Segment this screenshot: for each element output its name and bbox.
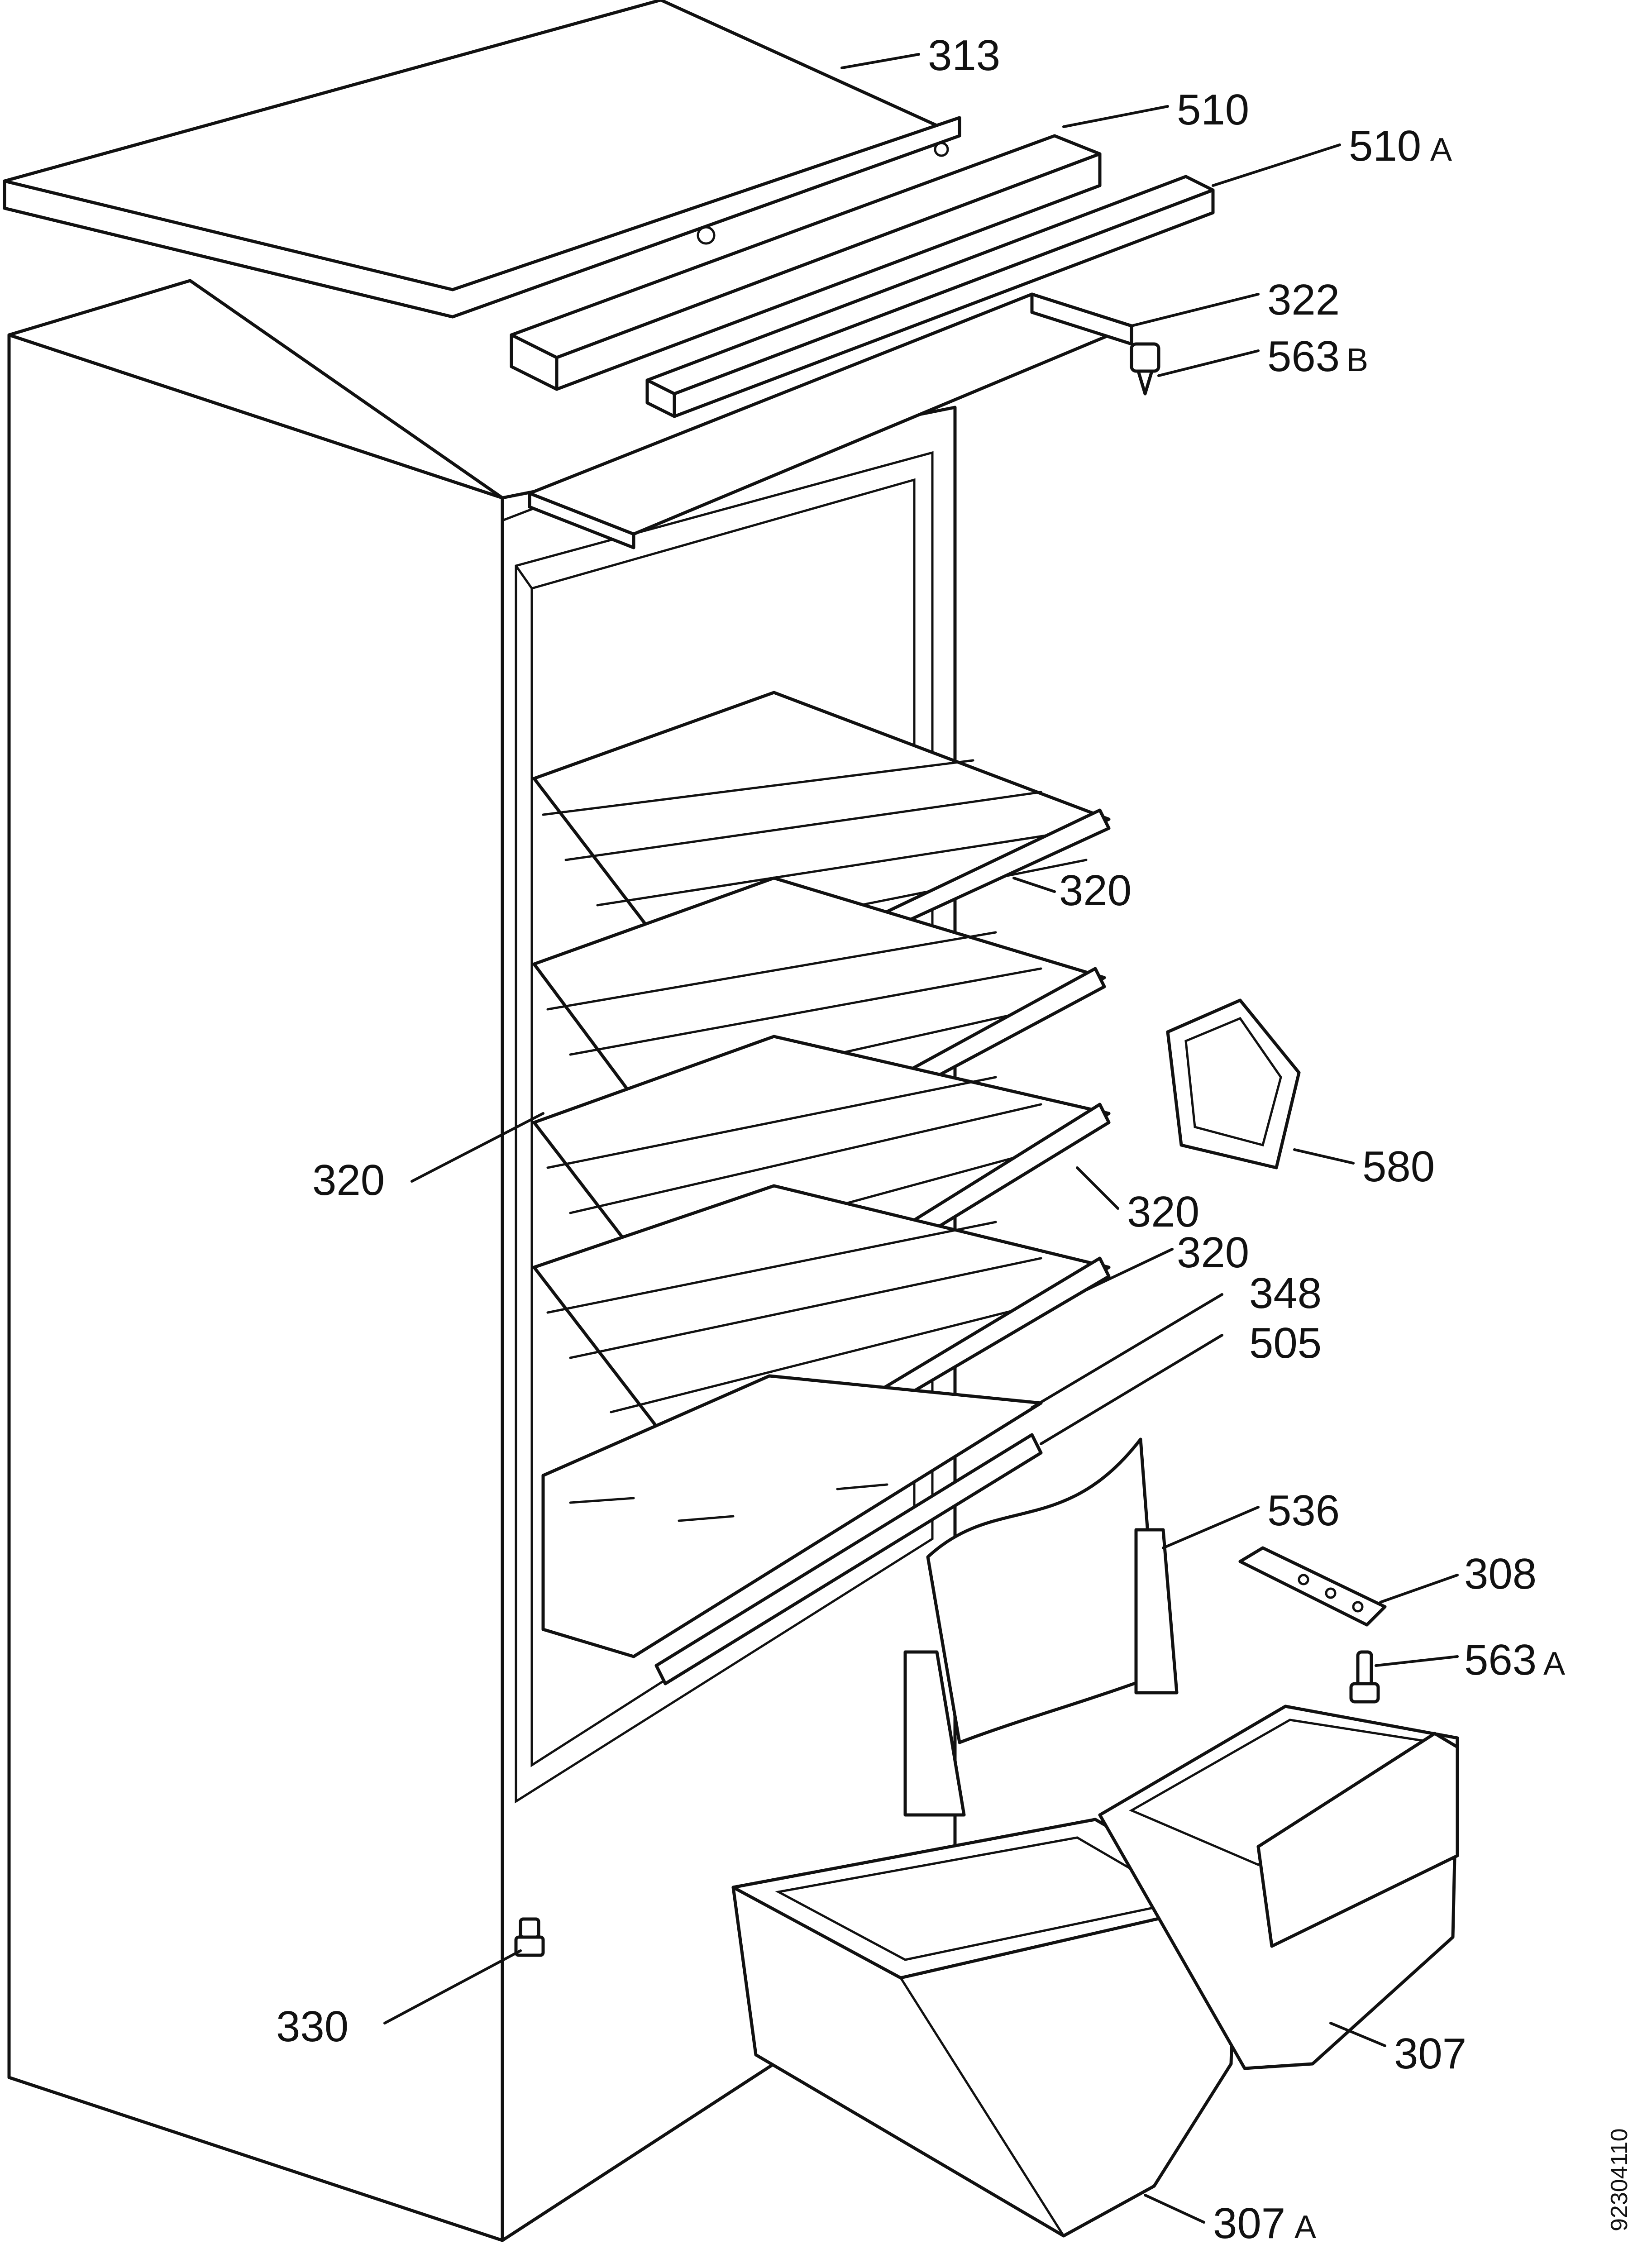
callout-320-shelf-1: 320 xyxy=(1059,866,1132,915)
callout-307: 307 xyxy=(1394,2029,1466,2078)
top-rail-a-part xyxy=(645,175,1215,418)
callout-322: 322 xyxy=(1267,276,1340,324)
callout-348: 348 xyxy=(1249,1269,1322,1318)
callout-330: 330 xyxy=(276,2002,349,2051)
top-rail-part xyxy=(510,134,1102,391)
callout-308: 308 xyxy=(1464,1550,1537,1598)
crisper-part xyxy=(1098,1704,1459,2070)
foot-part xyxy=(514,1917,545,1957)
callout-320-shelf-2: 320 xyxy=(312,1156,385,1204)
callout-510: 510 xyxy=(1177,86,1249,134)
callout-313: 313 xyxy=(928,31,1000,80)
callout-320-shelf-3: 320 xyxy=(1127,1188,1199,1236)
callout-320-shelf-4: 320 xyxy=(1177,1228,1249,1277)
lower-hinge-part xyxy=(1238,1546,1387,1627)
divider-part xyxy=(903,1437,1179,1817)
callout-563b-suffix: B xyxy=(1346,342,1368,378)
callout-510a-suffix: A xyxy=(1430,132,1452,168)
document-number: 92304110 xyxy=(1606,2129,1633,2232)
callout-580: 580 xyxy=(1362,1142,1435,1191)
callout-307a: 307 xyxy=(1213,2199,1285,2244)
pin-b-part xyxy=(1130,342,1160,396)
callout-307a-suffix: A xyxy=(1294,2209,1316,2244)
lamp-cover-part xyxy=(1166,998,1301,1170)
callout-563b: 563 xyxy=(1267,332,1340,381)
callout-536: 536 xyxy=(1267,1486,1340,1535)
callout-563a: 563 xyxy=(1464,1636,1537,1684)
callout-505: 505 xyxy=(1249,1319,1322,1367)
leader-lines xyxy=(383,53,1459,2224)
glass-trim-part xyxy=(654,1433,1043,1685)
callout-labels: 313 510 510 A 322 563 B 320 320 320 320 … xyxy=(276,31,1565,2244)
lid-part xyxy=(3,0,961,319)
glass-shelf-part xyxy=(541,1374,1043,1658)
callout-510a: 510 xyxy=(1349,122,1421,170)
pin-a-part xyxy=(1349,1650,1380,1704)
callout-563a-suffix: A xyxy=(1543,1646,1565,1682)
